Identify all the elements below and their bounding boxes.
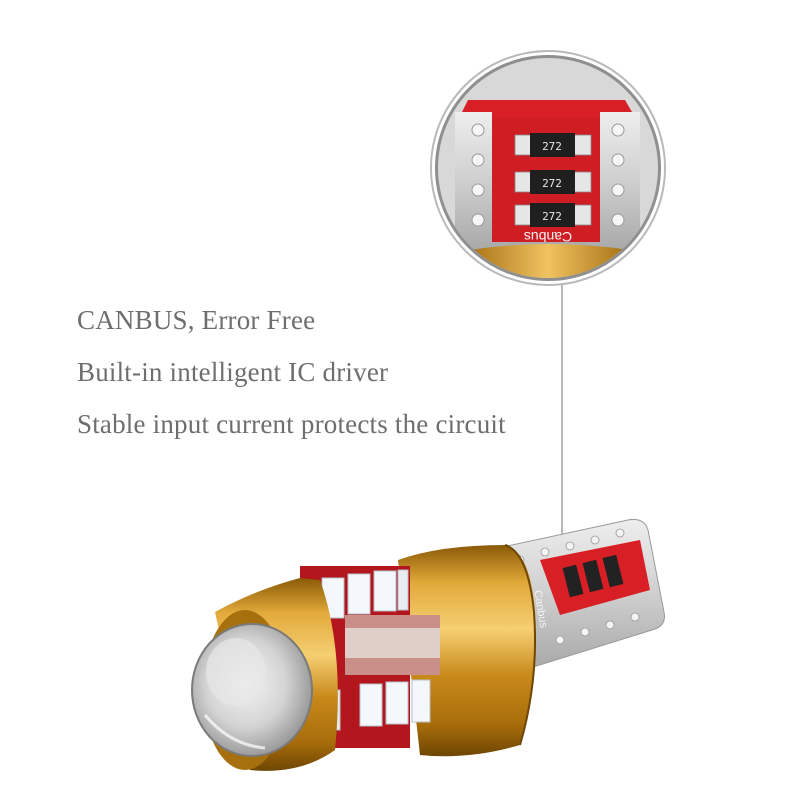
led-bulb: Canbus (191, 519, 665, 771)
resistor-3: 272 (514, 203, 592, 227)
feature-stable-current: Stable input current protects the circui… (77, 409, 506, 439)
led-chips-top (321, 569, 409, 619)
base-resistors (562, 554, 624, 598)
rear-gold-ring (398, 544, 536, 757)
zoom-canbus-text: Canbus (524, 229, 572, 245)
wedge-base: Canbus (497, 519, 665, 669)
resistor-code-3: 272 (542, 210, 562, 223)
resistor-code-2: 272 (542, 177, 562, 190)
feature-ic-driver: Built-in intelligent IC driver (77, 357, 389, 387)
feature-canbus: CANBUS, Error Free (77, 305, 316, 335)
zoom-magnifier: 272 272 272 Canbus (430, 50, 666, 286)
resistor-1: 272 (514, 133, 592, 157)
lens (191, 623, 313, 757)
resistor-2: 272 (514, 170, 592, 194)
resistor-code-1: 272 (542, 140, 562, 153)
pcb-holes (471, 123, 625, 227)
